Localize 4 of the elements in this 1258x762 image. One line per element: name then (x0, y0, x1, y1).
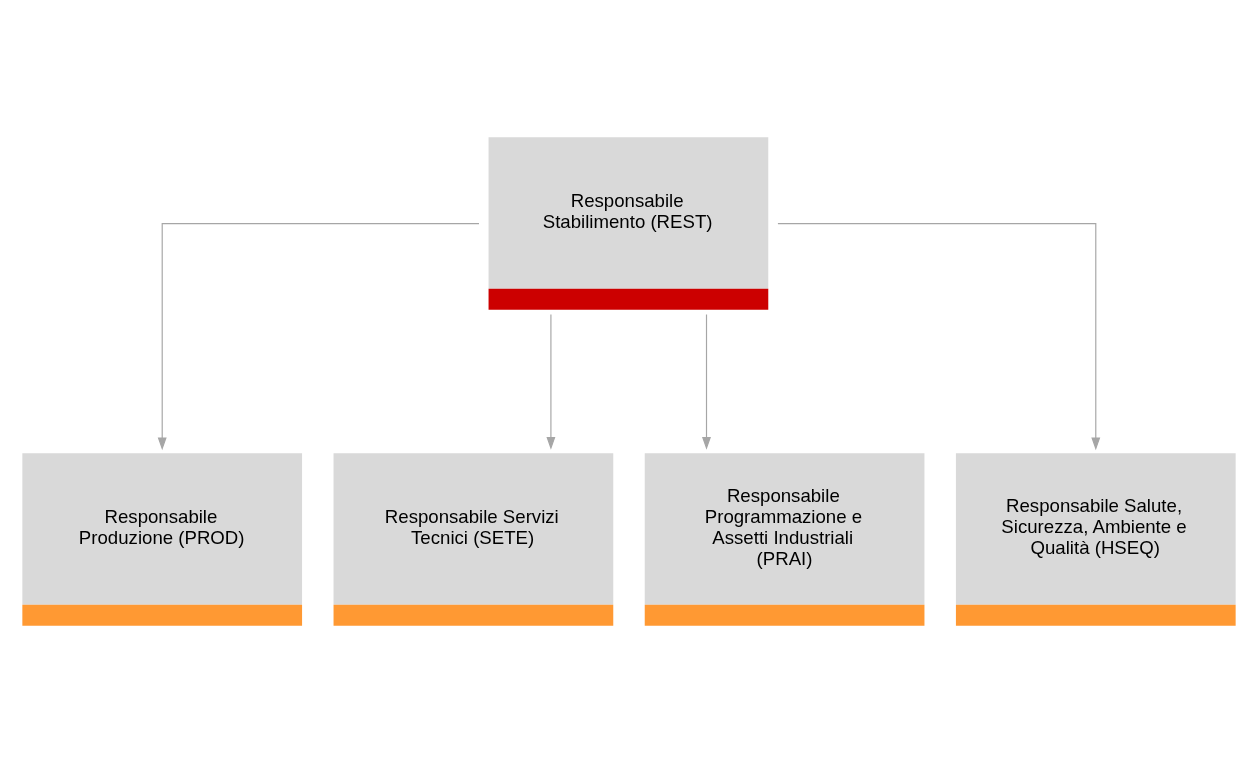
arrow (702, 313, 711, 450)
arrow (777, 222, 1101, 450)
arrow (157, 222, 480, 450)
arrow (546, 313, 556, 450)
